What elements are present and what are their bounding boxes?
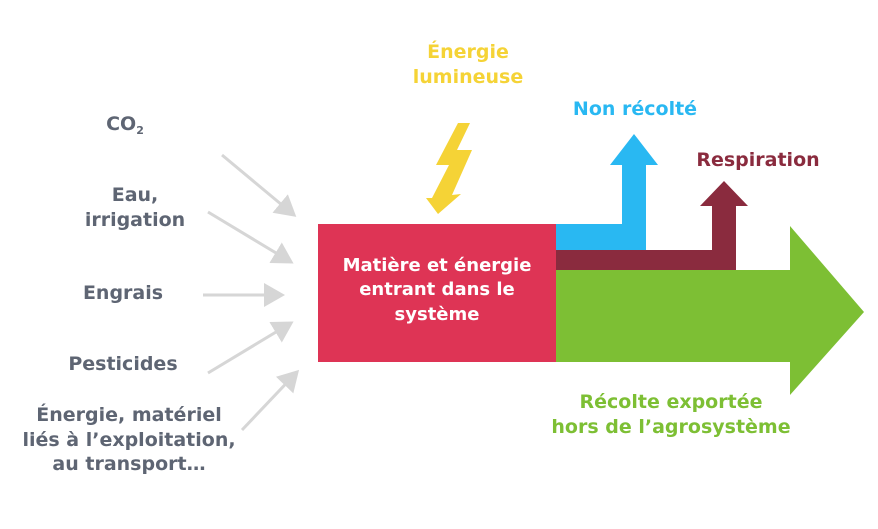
co2-subscript: 2 — [136, 124, 144, 137]
energie-line2: liés à l’exploitation, — [22, 428, 236, 451]
light-line1: Énergie — [427, 41, 509, 63]
recolte-line1: Récolte exportée — [579, 391, 763, 413]
label-non-recolte: Non récolté — [552, 97, 718, 122]
label-engrais: Engrais — [60, 281, 186, 306]
co2-text: CO — [106, 113, 137, 135]
input-arrow-pesticides — [207, 321, 294, 375]
energie-line3: au transport… — [52, 453, 206, 476]
input-arrow-eau — [207, 210, 294, 264]
label-respiration: Respiration — [680, 148, 836, 173]
input-arrow-energie — [240, 369, 300, 432]
input-arrow-co2 — [221, 153, 297, 217]
box-line1: Matière et énergie — [342, 255, 532, 276]
light-line2: lumineuse — [412, 65, 524, 88]
label-eau: Eau, irrigation — [50, 183, 220, 232]
lightning-bolt-icon — [426, 123, 472, 214]
label-energie-materiel: Énergie, matériel liés à l’exploitation,… — [6, 403, 252, 477]
box-line3: système — [394, 303, 480, 325]
respiration-arrow — [556, 181, 748, 270]
engrais-text: Engrais — [82, 282, 164, 304]
label-co2: CO2 — [90, 112, 160, 138]
label-energie-lumineuse: Énergie lumineuse — [388, 40, 548, 89]
energie-line1: Énergie, matériel — [36, 404, 222, 426]
box-line2: entrant dans le — [359, 279, 515, 301]
respiration-text: Respiration — [696, 149, 820, 171]
box-label: Matière et énergie entrant dans le systè… — [318, 254, 556, 327]
recolte-line2: hors de l’agrosystème — [551, 415, 791, 438]
recolte-arrow — [556, 226, 864, 395]
non-recolte-text: Non récolté — [572, 98, 698, 120]
input-box — [318, 224, 556, 362]
label-pesticides: Pesticides — [55, 352, 191, 377]
eau-line1: Eau, — [111, 184, 159, 206]
pesticides-text: Pesticides — [68, 353, 178, 375]
label-recolte: Récolte exportée hors de l’agrosystème — [536, 390, 806, 439]
non-recolte-arrow — [556, 134, 658, 250]
eau-line2: irrigation — [84, 208, 186, 231]
